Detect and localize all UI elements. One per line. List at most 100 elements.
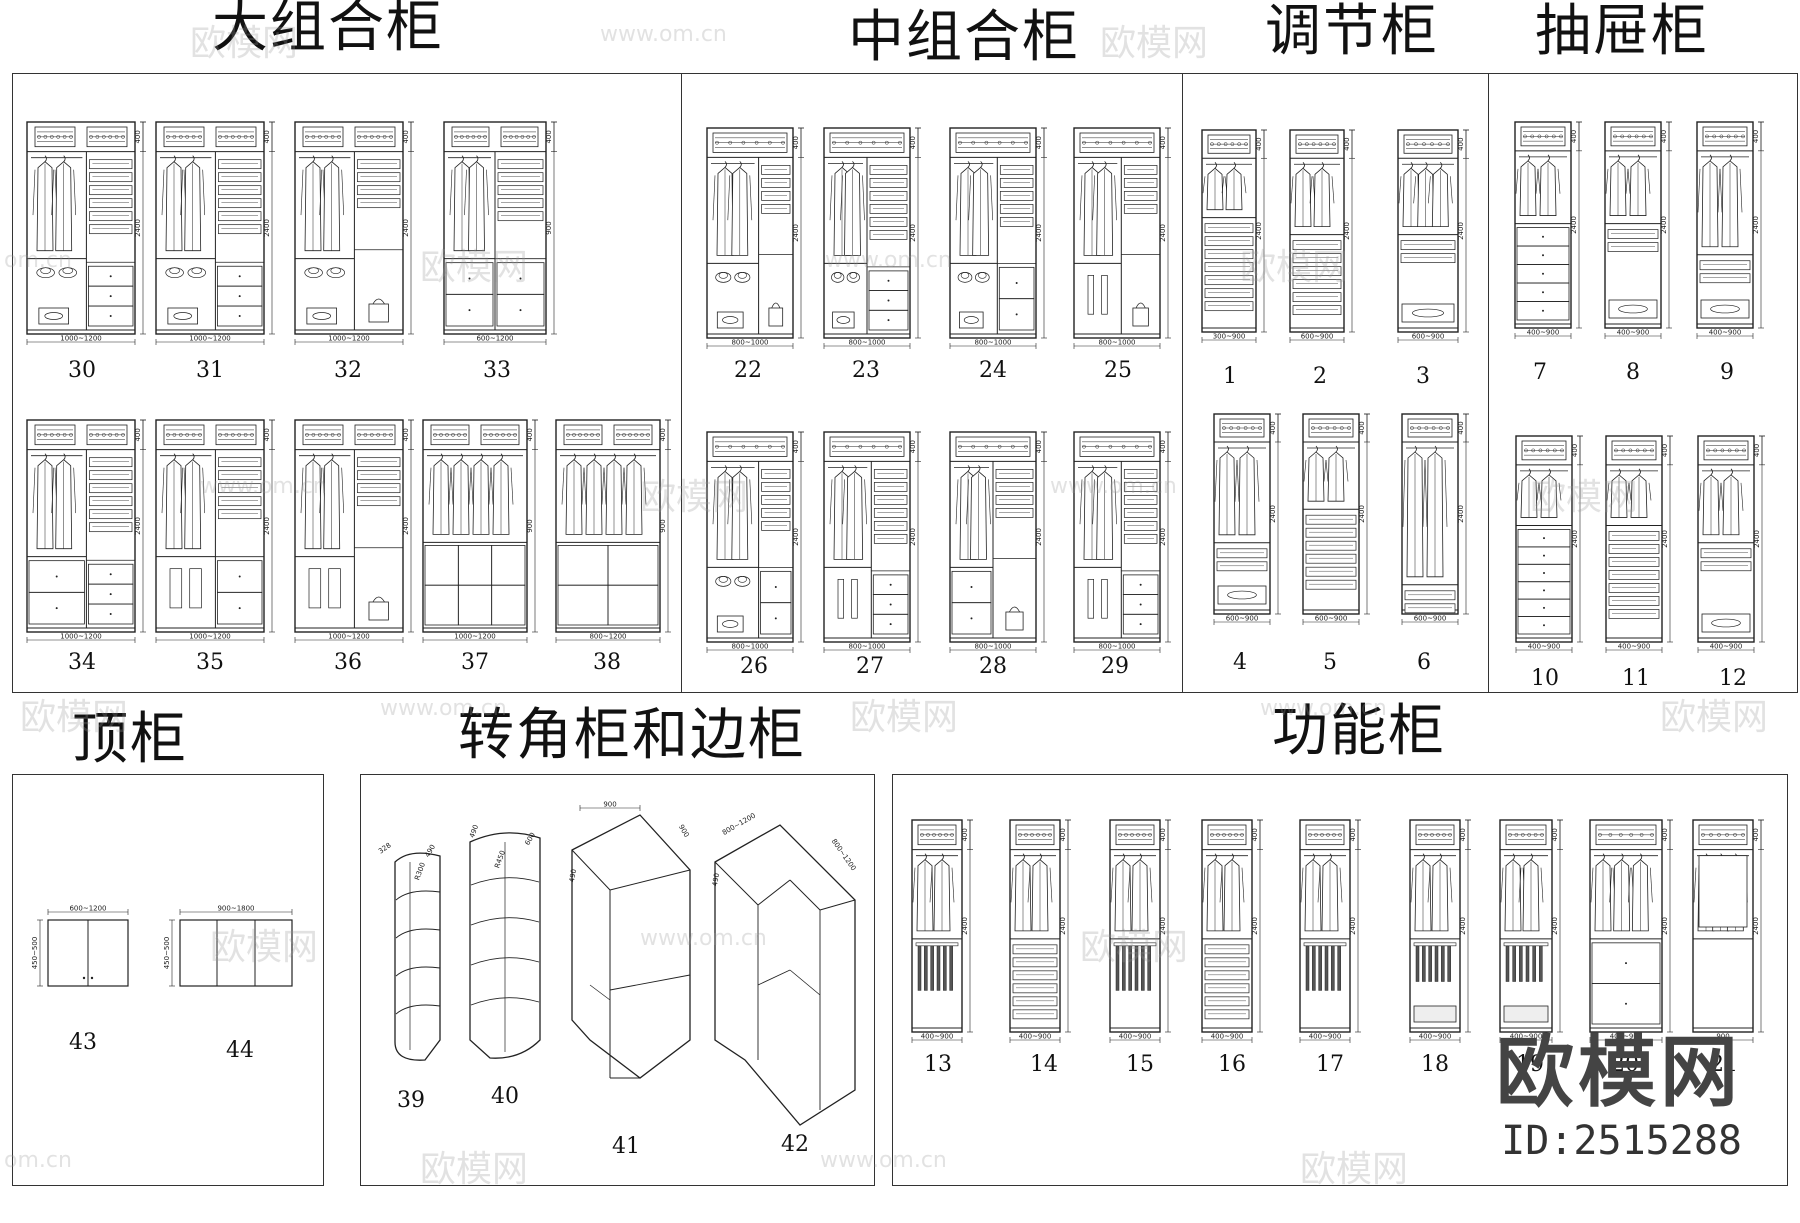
cabinet-number-40: 40 [491,1084,519,1109]
svg-text:800~1200: 800~1200 [589,633,626,641]
svg-text:800~1000: 800~1000 [848,643,885,651]
svg-text:400: 400 [1457,421,1465,434]
cabinet-number-29: 29 [1101,654,1129,679]
svg-text:2400: 2400 [1269,505,1277,523]
svg-text:2400: 2400 [1251,917,1259,935]
svg-text:2400: 2400 [1660,216,1668,234]
svg-text:400: 400 [1551,828,1559,841]
cabinet-number-2: 2 [1313,364,1327,389]
svg-text:800~1200: 800~1200 [830,837,858,872]
svg-text:400~900: 400~900 [1709,329,1742,337]
cabinet-number-17: 17 [1316,1052,1344,1077]
cabinet-number-34: 34 [68,650,96,675]
svg-text:400~900: 400~900 [1119,1033,1152,1041]
svg-text:400: 400 [1459,828,1467,841]
cabinet-number-7: 7 [1533,360,1547,385]
cabinet-number-22: 22 [734,358,762,383]
cabinet-19: 2400 400 400~900 [1499,819,1563,1043]
svg-text:400: 400 [1752,828,1760,841]
svg-text:400: 400 [659,428,667,441]
svg-text:400: 400 [1570,130,1578,143]
svg-text:2400: 2400 [1255,222,1263,240]
svg-text:400: 400 [1251,828,1259,841]
cabinet-number-43: 43 [69,1030,97,1055]
title-medium-cabinet: 中组合柜 [848,5,1080,70]
svg-text:490: 490 [468,824,480,839]
svg-text:400: 400 [263,130,271,143]
svg-text:1000~1200: 1000~1200 [454,633,496,641]
svg-text:400: 400 [1358,421,1366,434]
svg-text:400: 400 [961,828,969,841]
cabinet-number-32: 32 [334,358,362,383]
svg-text:400: 400 [792,136,800,149]
cabinet-number-10: 10 [1531,666,1559,691]
svg-text:400: 400 [1661,444,1669,457]
brand-logo: 欧模网 [1495,1028,1742,1118]
cabinet-number-30: 30 [68,358,96,383]
svg-text:1000~1200: 1000~1200 [328,633,370,641]
svg-text:400: 400 [909,136,917,149]
svg-text:900: 900 [1716,1033,1729,1041]
svg-text:800~1000: 800~1000 [731,643,768,651]
svg-text:R300: R300 [413,861,427,881]
svg-text:490: 490 [711,872,721,887]
svg-text:400: 400 [792,440,800,453]
cabinet-number-31: 31 [196,358,224,383]
svg-text:900: 900 [603,801,616,809]
panel-upper [12,73,1798,693]
title-drawer-cabinet: 抽屉柜 [1535,0,1709,64]
svg-text:2400: 2400 [1035,224,1043,242]
cabinet-number-33: 33 [483,358,511,383]
svg-text:2400: 2400 [1551,917,1559,935]
svg-text:600: 600 [523,831,537,847]
cabinet-number-39: 39 [397,1088,425,1113]
svg-text:400: 400 [1660,130,1668,143]
cabinet-number-21: 21 [1710,1052,1738,1077]
svg-text:400: 400 [1059,828,1067,841]
cabinet-number-35: 35 [196,650,224,675]
svg-text:400: 400 [1343,137,1351,150]
svg-text:1000~1200: 1000~1200 [60,335,102,343]
cabinet-number-41: 41 [612,1134,640,1159]
svg-text:400~900: 400~900 [1617,329,1650,337]
svg-text:400: 400 [909,440,917,453]
svg-text:400: 400 [1349,828,1357,841]
cabinet-number-3: 3 [1416,364,1430,389]
svg-text:2400: 2400 [792,224,800,242]
svg-text:400~900: 400~900 [1618,643,1651,651]
svg-text:400: 400 [1255,137,1263,150]
cabinet-number-28: 28 [979,654,1007,679]
svg-text:400~900: 400~900 [1528,643,1561,651]
svg-text:2400: 2400 [961,917,969,935]
svg-text:400: 400 [545,130,553,143]
svg-text:400~900: 400~900 [921,1033,954,1041]
svg-text:1000~1200: 1000~1200 [328,335,370,343]
svg-text:800~1200: 800~1200 [721,812,757,837]
svg-text:2400: 2400 [909,224,917,242]
svg-text:400~900: 400~900 [1510,1033,1543,1041]
cabinet-number-8: 8 [1626,360,1640,385]
cabinet-number-18: 18 [1421,1052,1449,1077]
cabinet-number-26: 26 [740,654,768,679]
panel-function-cabinet [892,774,1788,1186]
svg-text:600~1200: 600~1200 [69,905,106,913]
